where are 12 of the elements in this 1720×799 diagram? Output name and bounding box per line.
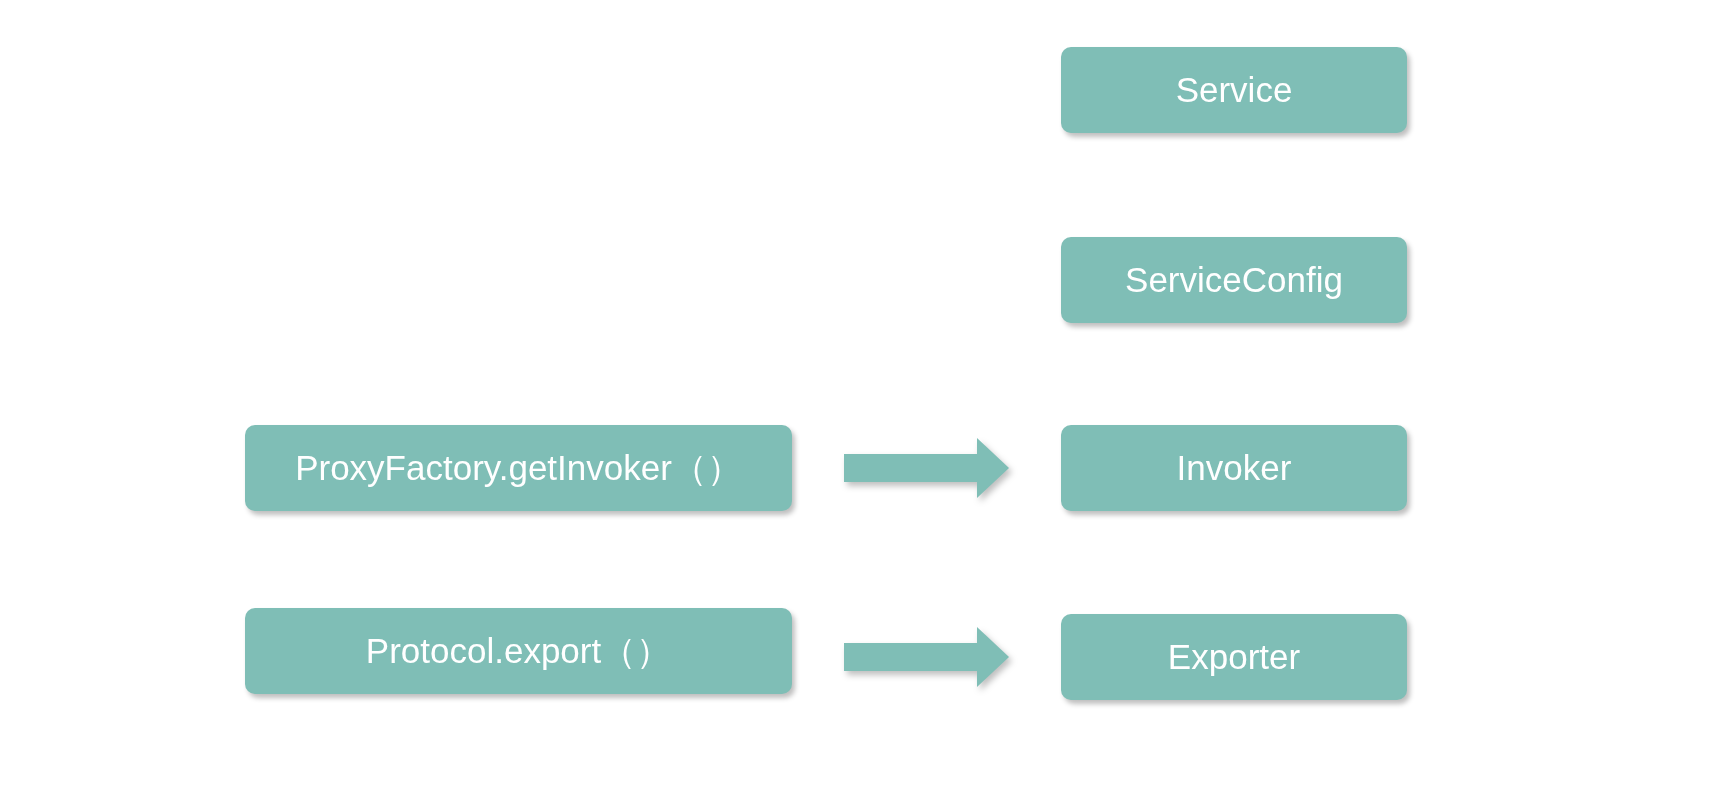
box-label: ServiceConfig [1125, 260, 1343, 300]
process-box [1061, 425, 1407, 511]
box-label: Protocol.export（） [365, 629, 672, 672]
process-box [245, 608, 792, 694]
box-label: Invoker [1176, 448, 1292, 488]
box-label: Service [1175, 70, 1293, 110]
box-label: ProxyFactory.getInvoker（） [295, 446, 742, 489]
process-box [1061, 614, 1407, 700]
box-label: Exporter [1167, 637, 1301, 677]
process-box [245, 425, 792, 511]
process-box [1061, 237, 1407, 323]
process-box [1061, 47, 1407, 133]
